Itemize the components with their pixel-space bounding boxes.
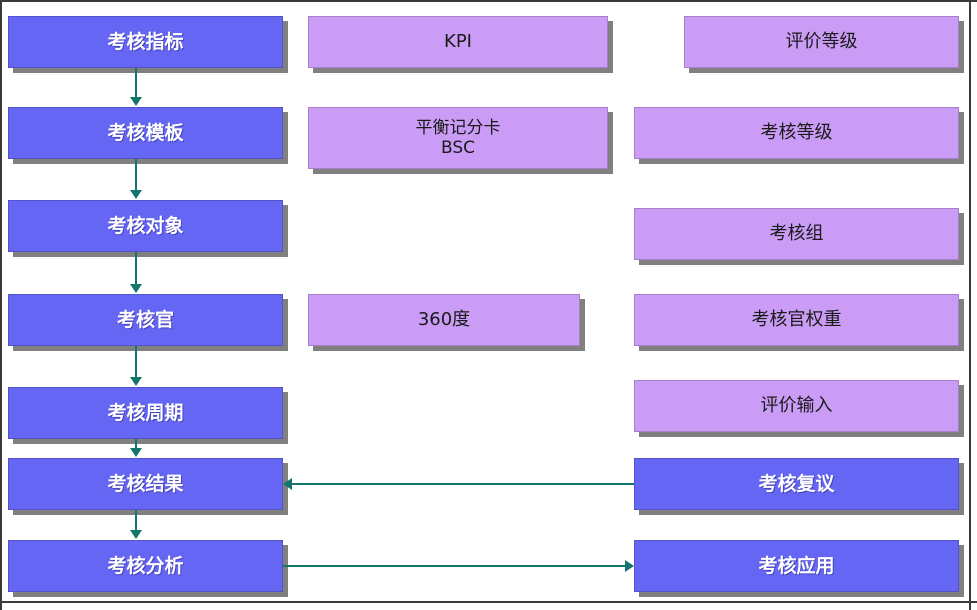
node-pingjia-shuru[interactable]: 评价输入 [634,380,959,432]
frame-border-right [969,0,971,610]
node-label: KPI [444,31,472,53]
node-label-line2: BSC [440,138,476,158]
node-kaohe-zhibiao[interactable]: 考核指标 [8,16,283,68]
node-kaohe-jieguo[interactable]: 考核结果 [8,458,283,510]
connector-fuyi-to-jieguo [292,483,634,485]
arrowhead-down-icon [130,377,142,386]
node-360-degree[interactable]: 360度 [308,294,580,346]
node-bsc[interactable]: 平衡记分卡 BSC [308,107,608,169]
node-label: 考核结果 [107,472,184,495]
node-label: 考核分析 [107,554,184,577]
connector-zhibiao-to-muban [135,68,137,98]
node-label: 评价输入 [760,395,833,417]
node-kaohe-guan-quanzhong[interactable]: 考核官权重 [634,294,959,346]
arrowhead-down-icon [130,530,142,539]
node-kaohe-fenxi[interactable]: 考核分析 [8,540,283,592]
node-kaohe-dengji[interactable]: 考核等级 [634,107,959,159]
node-label: 考核等级 [760,122,833,144]
node-pingjia-dengji[interactable]: 评价等级 [684,16,959,68]
node-kpi[interactable]: KPI [308,16,608,68]
connector-zhouqi-to-jieguo [135,439,137,450]
node-label: 考核官权重 [751,309,842,331]
frame-border-top [0,0,977,2]
node-label: 考核对象 [107,214,184,237]
node-kaohe-muban[interactable]: 考核模板 [8,107,283,159]
node-label: 360度 [417,309,471,331]
arrowhead-left-icon [283,478,292,490]
node-label: 考核官 [116,308,174,331]
node-label: 考核组 [769,223,824,245]
arrowhead-right-icon [625,560,634,572]
node-label-line1: 平衡记分卡 [415,117,501,138]
node-label: 评价等级 [785,31,858,53]
node-label: 考核应用 [758,554,835,577]
connector-duixiang-to-guan [135,252,137,285]
node-kaohe-zhouqi[interactable]: 考核周期 [8,387,283,439]
node-label: 考核指标 [107,30,184,53]
node-kaohe-yingyong[interactable]: 考核应用 [634,540,959,592]
arrowhead-down-icon [130,448,142,457]
node-kaohe-fuyi[interactable]: 考核复议 [634,458,959,510]
connector-guan-to-zhouqi [135,346,137,378]
frame-border-left [0,0,2,610]
arrowhead-down-icon [130,284,142,293]
node-label: 考核周期 [107,401,184,424]
node-kaohe-duixiang[interactable]: 考核对象 [8,200,283,252]
connector-muban-to-duixiang [135,159,137,191]
node-kaohe-guan[interactable]: 考核官 [8,294,283,346]
arrowhead-down-icon [130,97,142,106]
arrowhead-down-icon [130,190,142,199]
connector-fenxi-to-yingyong [283,565,625,567]
node-label: 考核复议 [758,472,835,495]
frame-border-bottom [0,601,977,603]
node-kaohe-zu[interactable]: 考核组 [634,208,959,260]
connector-jieguo-to-fenxi [135,510,137,531]
node-label: 考核模板 [107,121,184,144]
